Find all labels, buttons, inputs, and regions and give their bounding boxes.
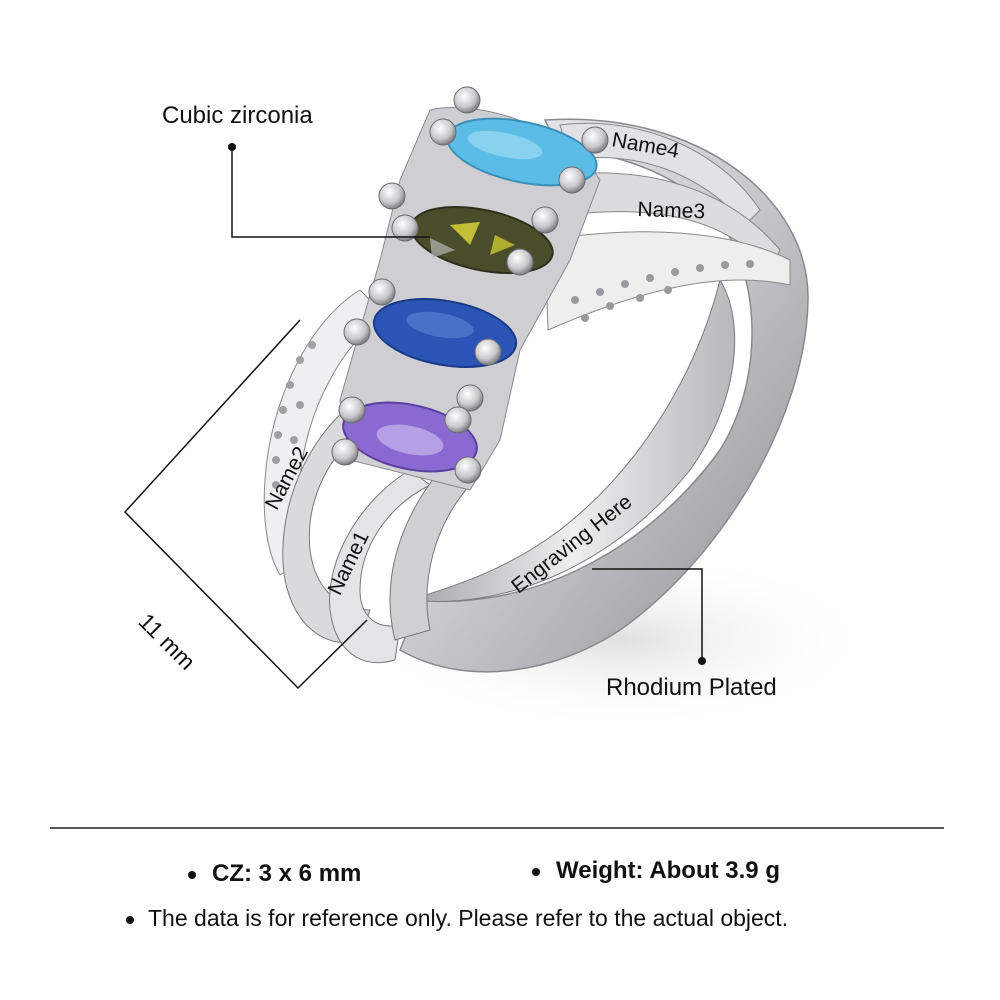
cz-callout-dot	[228, 143, 236, 151]
cz-callout-line	[231, 147, 430, 238]
prongs	[331, 86, 609, 484]
plating-callout-label: Rhodium Plated	[606, 674, 777, 701]
spec-cz-size: CZ: 3 x 6 mm	[188, 860, 361, 888]
cz-callout-label: Cubic zirconia	[162, 102, 313, 129]
band-strand-name4	[559, 122, 761, 226]
callout-lines	[123, 147, 703, 690]
pave-dots-left	[272, 341, 316, 489]
engraving-name3: Name3	[637, 198, 706, 224]
band-strand-name1	[329, 469, 431, 664]
stone-1	[342, 401, 478, 473]
bullet-icon	[126, 915, 134, 924]
bullet-icon	[532, 867, 540, 876]
ring-inner-surface	[409, 278, 736, 602]
spec-disclaimer: The data is for reference only. Please r…	[126, 905, 788, 932]
band-strand-inner	[389, 469, 471, 641]
plating-callout-line	[592, 568, 703, 661]
plating-callout-dot	[698, 657, 706, 665]
pave-dots-right	[571, 260, 754, 322]
stone-4	[446, 117, 598, 187]
bullet-icon	[188, 870, 196, 879]
width-dimension-line	[123, 319, 368, 690]
spec-weight: Weight: About 3.9 g	[532, 857, 780, 885]
